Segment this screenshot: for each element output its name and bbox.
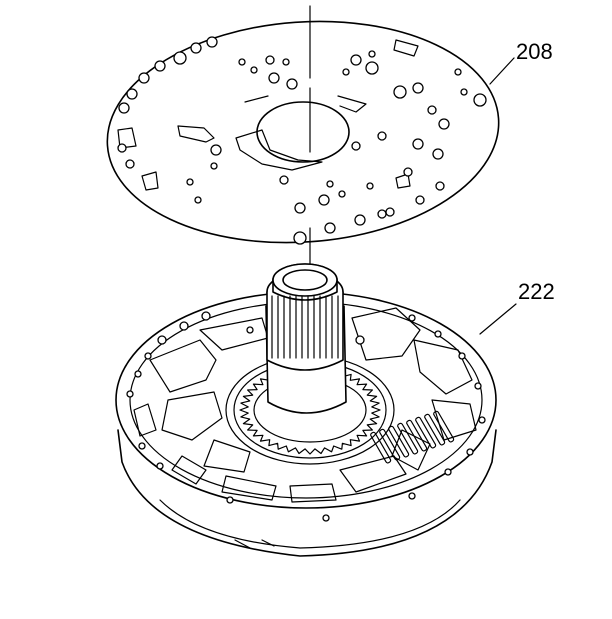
plate-hole bbox=[138, 72, 150, 84]
plate-hole bbox=[186, 178, 194, 186]
leader-line-222 bbox=[479, 303, 517, 335]
face-hole bbox=[157, 335, 167, 345]
plate-hole bbox=[438, 118, 450, 130]
plate-hole bbox=[368, 50, 376, 58]
rib-slot bbox=[406, 419, 428, 452]
plate-hole bbox=[432, 148, 444, 160]
rib-slot bbox=[388, 425, 410, 458]
plate-hole bbox=[377, 131, 387, 141]
rib-slot bbox=[370, 431, 392, 464]
face-hole bbox=[474, 382, 482, 390]
face-hole bbox=[466, 448, 474, 456]
plate-hole bbox=[435, 181, 445, 191]
plate-hole bbox=[454, 68, 462, 76]
plate-hole bbox=[350, 54, 362, 66]
spacer-plate-208 bbox=[106, 20, 500, 245]
face-hole bbox=[458, 352, 466, 360]
plate-hole bbox=[210, 162, 218, 170]
rib-slot bbox=[415, 416, 437, 449]
callout-label-208: 208 bbox=[516, 39, 553, 64]
face-hole bbox=[179, 321, 189, 331]
face-hole bbox=[444, 468, 452, 476]
plate-hole bbox=[351, 141, 361, 151]
face-hole bbox=[322, 514, 330, 522]
plate-hole bbox=[385, 207, 395, 217]
plate-hole bbox=[125, 159, 135, 169]
plate-hole bbox=[412, 138, 424, 150]
face-hole bbox=[434, 330, 442, 338]
plate-hole bbox=[238, 58, 246, 66]
rib-slot bbox=[433, 410, 455, 443]
plate-hole bbox=[154, 60, 166, 72]
plate-hole bbox=[173, 51, 187, 65]
face-hole bbox=[408, 492, 416, 500]
plate-hole bbox=[279, 175, 289, 185]
plate-hole bbox=[126, 88, 138, 100]
pump-assembly-222 bbox=[115, 263, 497, 557]
face-hole bbox=[138, 442, 146, 450]
face-hole bbox=[126, 390, 134, 398]
plate-hole bbox=[366, 182, 374, 190]
plate-hole bbox=[190, 42, 202, 54]
plate-hole bbox=[354, 214, 366, 226]
face-hole bbox=[134, 370, 142, 378]
face-hole bbox=[246, 326, 254, 334]
plate-hole bbox=[393, 85, 407, 99]
face-hole bbox=[156, 462, 164, 470]
plate-hole bbox=[427, 105, 437, 115]
plate-hole bbox=[415, 195, 425, 205]
plate-hole bbox=[324, 222, 336, 234]
plate-hole bbox=[118, 102, 130, 114]
plate-hole bbox=[473, 93, 487, 107]
rib-slot bbox=[397, 422, 419, 455]
plate-hole bbox=[460, 88, 468, 96]
face-hole bbox=[201, 311, 211, 321]
callout-label-222: 222 bbox=[518, 279, 555, 304]
plate-hole bbox=[377, 209, 387, 219]
face-hole bbox=[355, 335, 365, 345]
plate-hole bbox=[282, 58, 290, 66]
plate-hole bbox=[412, 82, 424, 94]
plate-hole bbox=[210, 144, 222, 156]
plate-hole bbox=[294, 202, 306, 214]
plate-center-opening bbox=[256, 101, 350, 163]
plate-hole bbox=[342, 68, 350, 76]
face-hole bbox=[478, 416, 486, 424]
plate-hole bbox=[117, 143, 127, 153]
plate-hole bbox=[293, 231, 307, 245]
plate-hole bbox=[265, 55, 275, 65]
plate-hole bbox=[403, 167, 413, 177]
face-hole bbox=[408, 314, 416, 322]
rib-slot bbox=[424, 413, 446, 446]
plate-hole bbox=[326, 180, 334, 188]
plate-hole bbox=[206, 36, 218, 48]
leader-line-208 bbox=[489, 57, 515, 85]
plate-hole bbox=[268, 72, 280, 84]
plate-hole bbox=[338, 190, 346, 198]
rib-slot bbox=[379, 428, 401, 461]
plate-hole bbox=[194, 196, 202, 204]
plate-hole bbox=[318, 194, 330, 206]
face-hole bbox=[144, 352, 152, 360]
stator-shaft bbox=[265, 263, 347, 414]
plate-hole bbox=[250, 66, 258, 74]
plate-hole bbox=[286, 78, 298, 90]
face-hole bbox=[226, 496, 234, 504]
gear-teeth bbox=[239, 365, 381, 455]
plate-hole bbox=[365, 61, 379, 75]
